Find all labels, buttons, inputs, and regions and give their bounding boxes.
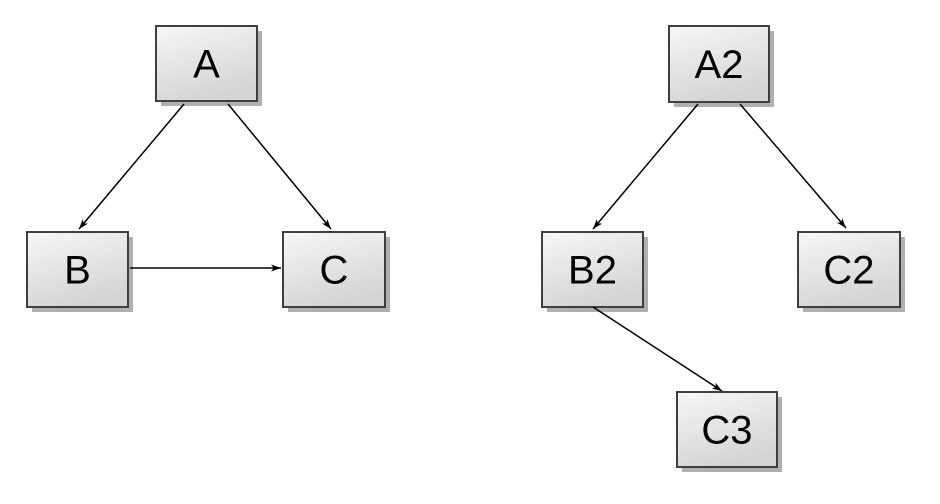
- node-C2[interactable]: C2: [797, 231, 905, 312]
- edge-B2-C3: [592, 306, 723, 392]
- node-A[interactable]: A: [155, 25, 262, 106]
- node-box: [26, 231, 129, 308]
- edge-A2-B2: [592, 103, 699, 230]
- node-label: B2: [568, 249, 617, 293]
- node-B[interactable]: B: [26, 231, 133, 312]
- node-box: [668, 25, 770, 103]
- node-label: C2: [823, 249, 874, 293]
- node-label: C: [320, 249, 349, 293]
- node-label: C3: [701, 409, 752, 453]
- node-label: B: [64, 249, 91, 293]
- node-C3[interactable]: C3: [676, 391, 782, 472]
- edge-A-B: [78, 103, 185, 230]
- node-box: [541, 231, 644, 308]
- node-box: [676, 391, 778, 468]
- edge-A-C: [227, 103, 332, 230]
- node-A2[interactable]: A2: [668, 25, 774, 107]
- edge-A2-C2: [739, 103, 847, 229]
- node-label: A: [193, 43, 220, 87]
- node-B2[interactable]: B2: [541, 231, 648, 312]
- node-box: [797, 231, 901, 308]
- node-C[interactable]: C: [282, 231, 390, 312]
- left-graph: A B C: [26, 25, 390, 312]
- node-box: [282, 231, 386, 308]
- node-label: A2: [695, 43, 744, 87]
- node-box: [155, 25, 258, 102]
